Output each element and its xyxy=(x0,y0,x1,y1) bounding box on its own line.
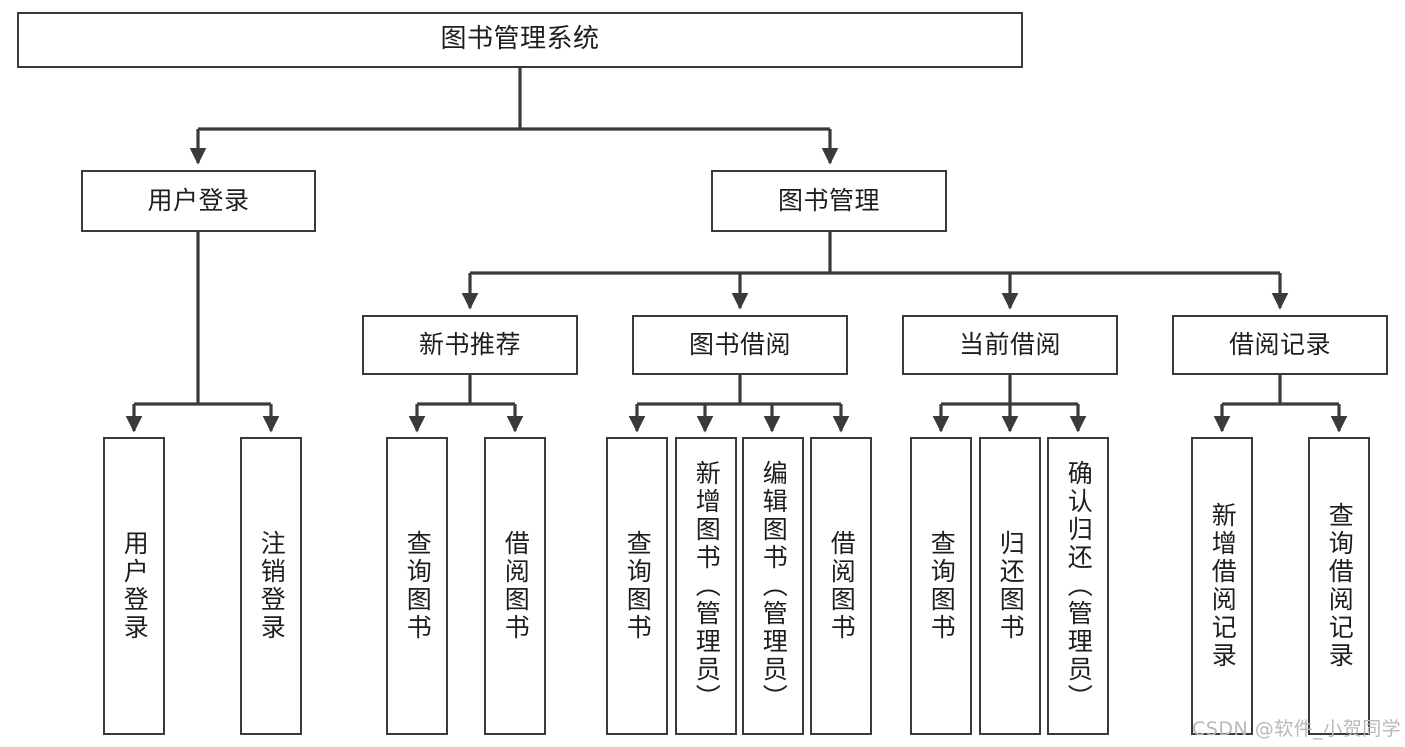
node-label: 新书推荐 xyxy=(418,329,521,359)
node-label: 归还图书 xyxy=(996,530,1026,642)
node-label: 借阅记录 xyxy=(1228,329,1331,359)
node-label: 图书管理系统 xyxy=(440,24,600,55)
node-borrow-record[interactable]: 借阅记录 xyxy=(1172,315,1388,375)
node-book-borrow[interactable]: 图书借阅 xyxy=(632,315,848,375)
leaf-edit-book-admin[interactable]: 编辑图书（管理员） xyxy=(742,437,804,735)
node-label: 注销登录 xyxy=(257,530,287,642)
node-root-book-management-system[interactable]: 图书管理系统 xyxy=(17,12,1023,68)
node-label: 图书借阅 xyxy=(688,329,791,359)
node-label: 图书管理 xyxy=(777,185,880,215)
leaf-query-borrow-record[interactable]: 查询借阅记录 xyxy=(1308,437,1370,735)
leaf-query-book-borrow[interactable]: 查询图书 xyxy=(606,437,668,735)
leaf-logout[interactable]: 注销登录 xyxy=(240,437,302,735)
node-label: 查询借阅记录 xyxy=(1325,502,1355,670)
node-label: 借阅图书 xyxy=(827,530,857,642)
node-label: 新增图书（管理员） xyxy=(692,460,722,712)
node-label: 借阅图书 xyxy=(501,530,531,642)
leaf-borrow-book-newbook[interactable]: 借阅图书 xyxy=(484,437,546,735)
watermark-text: CSDN @软件_小贺同学 xyxy=(1192,718,1402,740)
node-current-borrow[interactable]: 当前借阅 xyxy=(902,315,1118,375)
node-user-login[interactable]: 用户登录 xyxy=(81,170,316,232)
node-label: 确认归还（管理员） xyxy=(1064,460,1094,712)
leaf-add-borrow-record[interactable]: 新增借阅记录 xyxy=(1191,437,1253,735)
node-label: 用户登录 xyxy=(147,185,250,215)
leaf-query-book-newbook[interactable]: 查询图书 xyxy=(386,437,448,735)
node-label: 编辑图书（管理员） xyxy=(759,460,789,712)
leaf-user-login[interactable]: 用户登录 xyxy=(103,437,165,735)
node-label: 用户登录 xyxy=(120,530,150,642)
node-book-management[interactable]: 图书管理 xyxy=(711,170,947,232)
node-label: 查询图书 xyxy=(403,530,433,642)
leaf-borrow-book[interactable]: 借阅图书 xyxy=(810,437,872,735)
leaf-return-book[interactable]: 归还图书 xyxy=(979,437,1041,735)
leaf-query-book-current[interactable]: 查询图书 xyxy=(910,437,972,735)
node-label: 查询图书 xyxy=(623,530,653,642)
node-new-book-recommendation[interactable]: 新书推荐 xyxy=(362,315,578,375)
node-label: 当前借阅 xyxy=(958,329,1061,359)
node-label: 新增借阅记录 xyxy=(1208,502,1238,670)
leaf-add-book-admin[interactable]: 新增图书（管理员） xyxy=(675,437,737,735)
node-label: 查询图书 xyxy=(927,530,957,642)
leaf-confirm-return-admin[interactable]: 确认归还（管理员） xyxy=(1047,437,1109,735)
